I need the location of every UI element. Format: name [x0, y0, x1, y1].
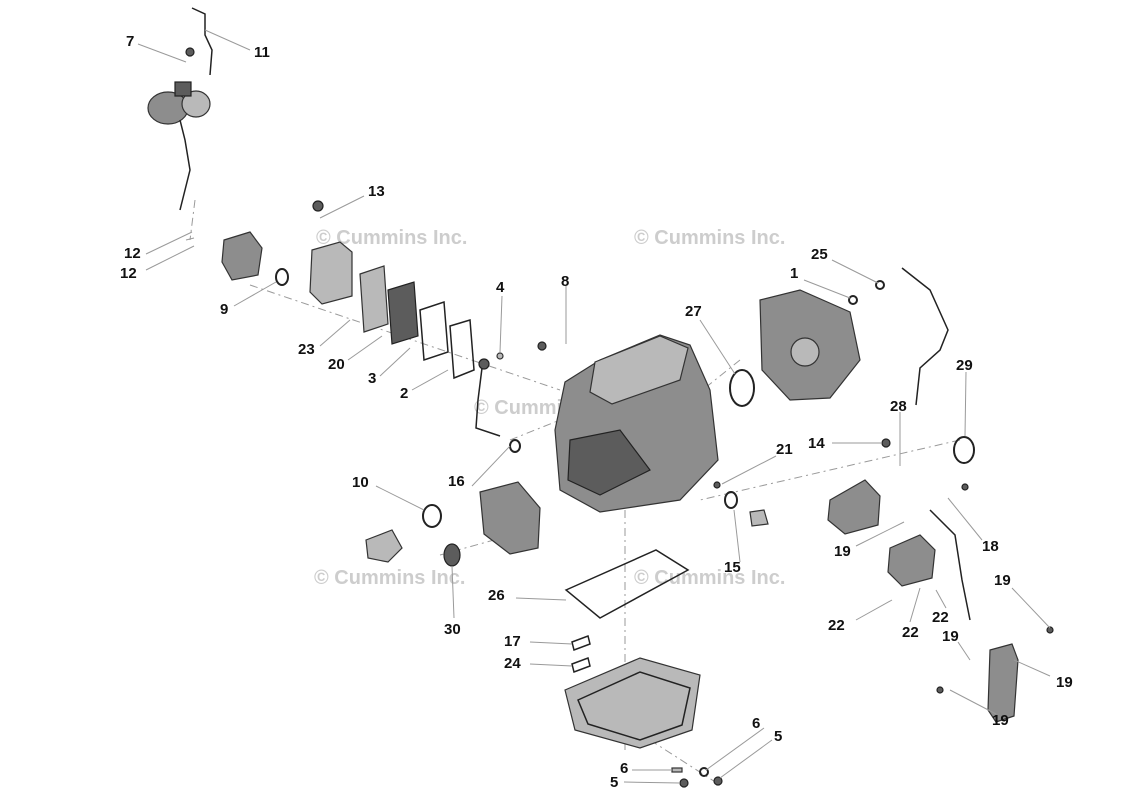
callout-1: 1 [790, 265, 798, 282]
callout-12a: 12 [124, 245, 141, 262]
callout-24: 24 [504, 655, 521, 672]
watermark-4: © Cummins Inc. [314, 567, 465, 589]
leader-lines [137, 29, 1051, 784]
callout-15: 15 [724, 559, 741, 576]
watermark-3: © Cummins [474, 397, 585, 419]
callout-28: 28 [890, 398, 907, 415]
turbocharger-part [147, 7, 213, 241]
callout-13: 13 [368, 183, 385, 200]
callout-9: 9 [220, 301, 228, 318]
flywheel-housing [729, 280, 885, 407]
callout-12b: 12 [120, 265, 137, 282]
watermark-5: © Cummins Inc. [634, 567, 785, 589]
callout-19a: 19 [834, 543, 851, 560]
callout-6b: 6 [620, 760, 628, 777]
callout-14: 14 [808, 435, 825, 452]
callout-2: 2 [400, 385, 408, 402]
callout-29: 29 [956, 357, 973, 374]
part-23-oil-cooler [309, 200, 353, 305]
callout-21: 21 [776, 441, 793, 458]
callout-22a: 22 [828, 617, 845, 634]
callout-6a: 6 [752, 715, 760, 732]
callout-11: 11 [254, 44, 270, 61]
callout-26: 26 [488, 587, 505, 604]
callout-22c: 22 [932, 609, 949, 626]
oil-pan [564, 657, 701, 749]
callout-19c: 19 [942, 628, 959, 645]
cooler-gaskets [359, 265, 475, 380]
callout-27: 27 [685, 303, 702, 320]
callout-19b: 19 [994, 572, 1011, 589]
callout-16: 16 [448, 473, 465, 490]
front-cover-part [365, 481, 541, 567]
part-9-housing [221, 231, 289, 286]
callout-22b: 22 [902, 624, 919, 641]
fuel-pump-part [887, 483, 971, 621]
callout-18: 18 [982, 538, 999, 555]
callout-23: 23 [298, 341, 315, 358]
callout-labels: 7 11 13 12 12 9 23 20 3 2 4 8 27 25 1 29… [120, 33, 1073, 791]
o-ring-29 [953, 436, 975, 464]
callout-3: 3 [368, 370, 376, 387]
callout-19d: 19 [1056, 674, 1073, 691]
callout-20: 20 [328, 356, 345, 373]
thermostat-part [713, 481, 769, 527]
callout-25: 25 [811, 246, 828, 263]
engine-block [554, 334, 719, 513]
drain-plugs [671, 767, 723, 788]
watermark-2: © Cummins Inc. [634, 227, 785, 249]
compressor-part [827, 438, 891, 535]
callout-5b: 5 [610, 774, 618, 791]
watermark-1: © Cummins Inc. [316, 227, 467, 249]
callout-5a: 5 [774, 728, 782, 745]
callout-10: 10 [352, 474, 369, 491]
callout-4: 4 [496, 279, 505, 296]
dipstick-tube [901, 267, 949, 406]
callout-30: 30 [444, 621, 461, 638]
callout-8: 8 [561, 273, 569, 290]
oil-pan-gasket [564, 549, 690, 619]
callout-17: 17 [504, 633, 521, 650]
callout-19e: 19 [992, 712, 1009, 729]
callout-7: 7 [126, 33, 134, 50]
suction-tube-gaskets [571, 635, 591, 673]
